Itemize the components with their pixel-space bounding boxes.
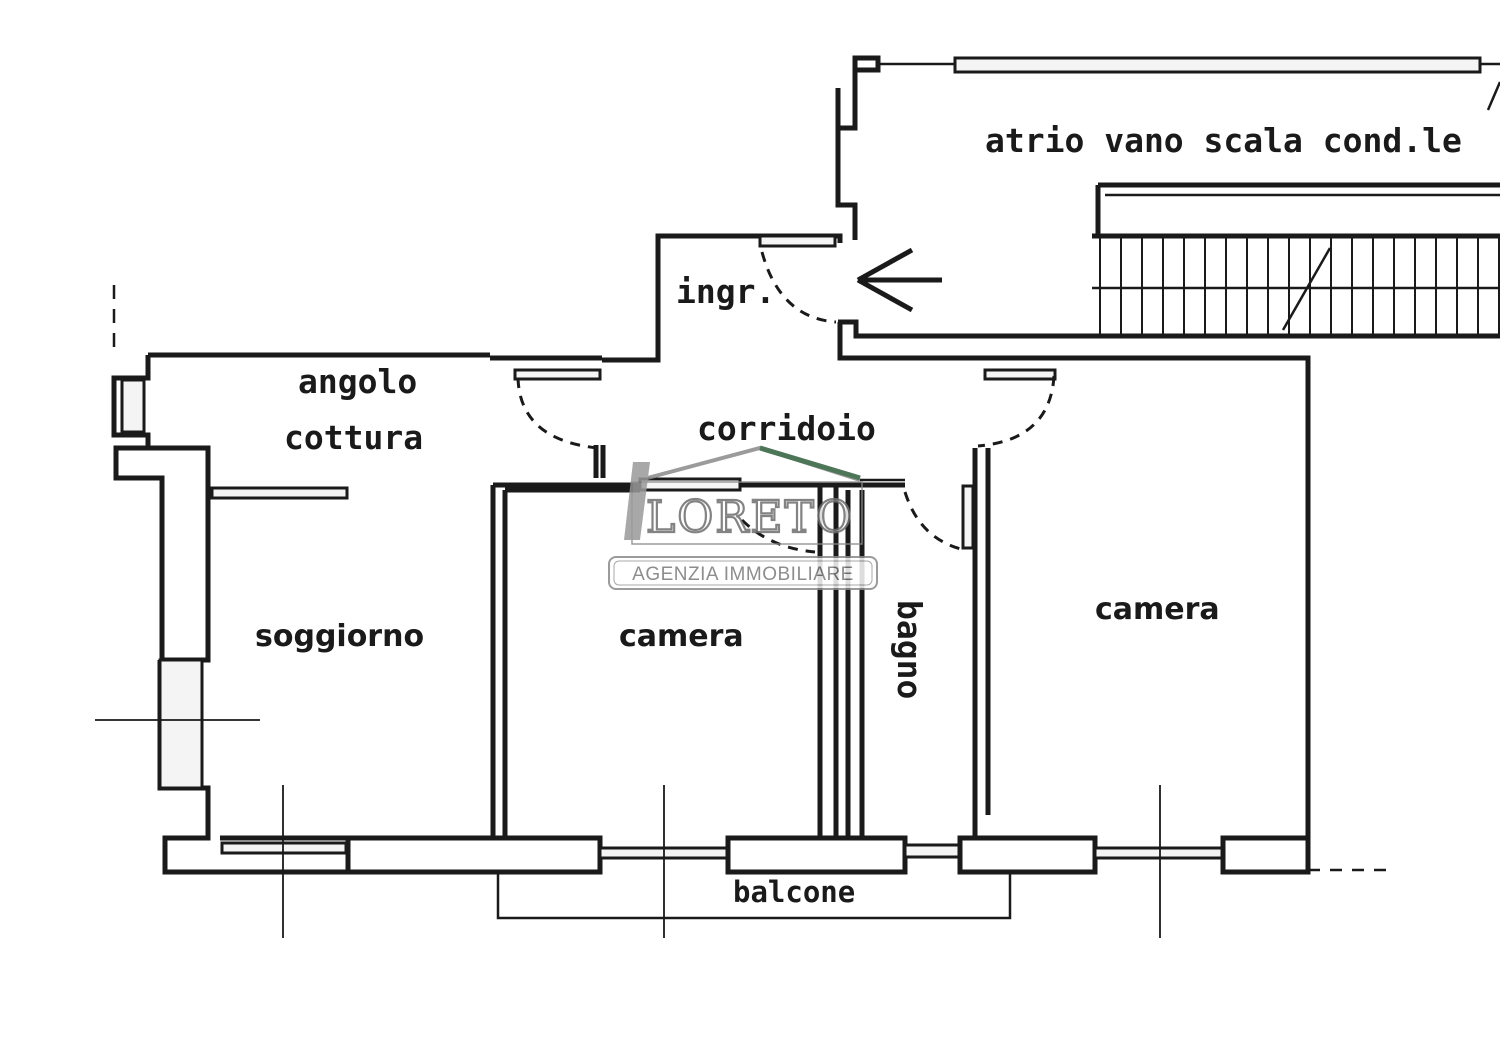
label-soggiorno: soggiorno xyxy=(255,619,424,654)
label-bagno: bagno xyxy=(890,600,929,699)
atrio-block xyxy=(835,55,1500,339)
axis-lines xyxy=(95,719,1161,938)
room-labels: atrio vano scala cond.le ingr. angolo co… xyxy=(255,121,1462,909)
label-atrio: atrio vano scala cond.le xyxy=(985,121,1462,160)
doors xyxy=(516,251,1056,554)
outer-walls xyxy=(111,233,1311,875)
stair-steps xyxy=(1099,238,1500,334)
label-camera-right: camera xyxy=(1095,592,1220,627)
label-ingresso: ingr. xyxy=(676,272,775,311)
logo-name: LORETO xyxy=(646,492,854,543)
label-cottura: cottura xyxy=(284,418,423,457)
label-angolo: angolo xyxy=(298,362,417,401)
left-windows xyxy=(112,285,204,790)
agency-logo: LORETO AGENZIA IMMOBILIARE xyxy=(608,445,878,590)
label-corridoio: corridoio xyxy=(697,409,876,448)
bottom-facade xyxy=(220,835,1395,920)
logo-subtitle: AGENZIA IMMOBILIARE xyxy=(632,564,854,585)
label-balcone: balcone xyxy=(733,875,855,909)
entry-arrow-icon xyxy=(856,247,942,313)
label-camera-center: camera xyxy=(619,619,744,654)
